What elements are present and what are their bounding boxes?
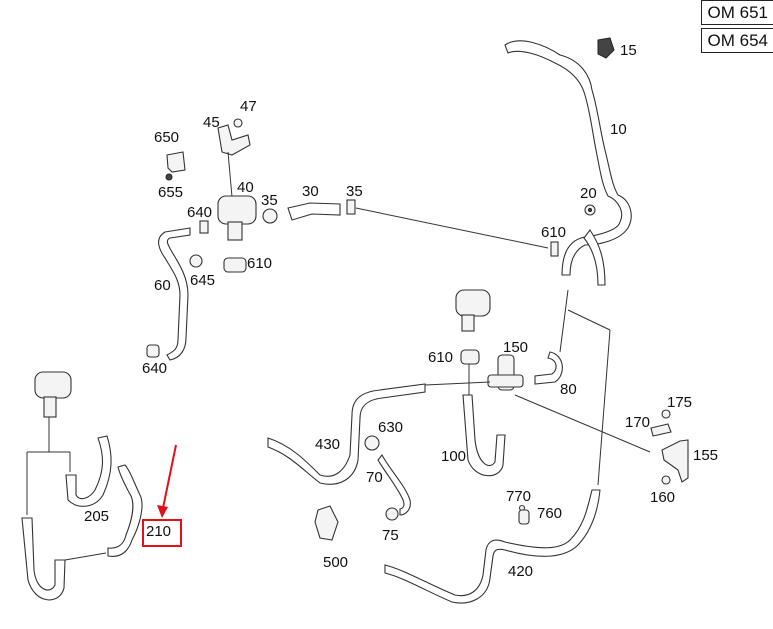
highlight-box-210 xyxy=(142,519,182,547)
part-30-hose[interactable] xyxy=(287,202,341,221)
part-label-170[interactable]: 170 xyxy=(625,414,651,431)
part-label-610[interactable]: 610 xyxy=(247,255,273,272)
part-20-nut[interactable] xyxy=(584,204,596,216)
part-430-hose[interactable] xyxy=(267,383,426,485)
part-label-760[interactable]: 760 xyxy=(537,505,563,522)
part-label-80[interactable]: 80 xyxy=(560,381,577,398)
part-155-bracket[interactable] xyxy=(661,439,689,483)
part-150-valve[interactable] xyxy=(487,354,524,391)
part-40-pump[interactable] xyxy=(217,151,257,241)
connector-line xyxy=(567,309,611,331)
part-label-770[interactable]: 770 xyxy=(506,488,532,505)
part-35-clamp-left[interactable] xyxy=(262,208,278,224)
part-label-500[interactable]: 500 xyxy=(323,554,349,571)
highlight-arrow xyxy=(157,444,177,518)
part-label-45[interactable]: 45 xyxy=(203,114,220,131)
part-label-60[interactable]: 60 xyxy=(154,277,171,294)
part-label-645[interactable]: 645 xyxy=(190,272,216,289)
part-630-clamp[interactable] xyxy=(364,435,380,451)
part-60-hose[interactable] xyxy=(158,227,191,361)
part-label-655[interactable]: 655 xyxy=(158,184,184,201)
connector-line xyxy=(424,381,491,386)
engine-variant-om654: OM 654 xyxy=(700,28,773,53)
part-610-clamp-middle[interactable] xyxy=(460,349,480,395)
part-75-clamp[interactable] xyxy=(385,507,399,521)
engine-variant-label: OM 654 xyxy=(707,31,768,50)
part-label-155[interactable]: 155 xyxy=(693,447,719,464)
part-label-47[interactable]: 47 xyxy=(240,98,257,115)
part-47-bolt[interactable] xyxy=(233,118,243,128)
part-label-420[interactable]: 420 xyxy=(508,563,534,580)
part-170-bracket[interactable] xyxy=(650,423,672,437)
part-10-hose[interactable] xyxy=(504,40,632,286)
part-205-lower-hose[interactable] xyxy=(21,517,66,601)
connector-line xyxy=(64,552,107,561)
part-label-40[interactable]: 40 xyxy=(237,179,254,196)
part-label-20[interactable]: 20 xyxy=(580,185,597,202)
part-label-15[interactable]: 15 xyxy=(620,42,637,59)
part-label-150[interactable]: 150 xyxy=(503,339,529,356)
connector-line xyxy=(514,394,651,453)
part-205-hose[interactable] xyxy=(65,435,112,507)
part-label-630[interactable]: 630 xyxy=(378,419,404,436)
part-label-70[interactable]: 70 xyxy=(366,469,383,486)
part-35-clamp-right[interactable] xyxy=(346,199,356,215)
part-610-clip-upper[interactable] xyxy=(550,241,559,257)
part-label-175[interactable]: 175 xyxy=(667,394,693,411)
part-label-205[interactable]: 205 xyxy=(84,508,110,525)
part-640-clip-lower[interactable] xyxy=(146,344,160,358)
part-label-35[interactable]: 35 xyxy=(346,183,363,200)
part-70-hose[interactable] xyxy=(377,454,411,516)
part-100-hose[interactable] xyxy=(462,394,506,477)
part-15-connector[interactable] xyxy=(597,37,615,59)
left-pump[interactable] xyxy=(34,371,72,418)
part-420-hose[interactable] xyxy=(384,489,601,604)
part-45-bracket[interactable] xyxy=(217,124,251,156)
part-label-10[interactable]: 10 xyxy=(610,121,627,138)
part-label-35[interactable]: 35 xyxy=(261,192,278,209)
part-80-hose[interactable] xyxy=(534,351,563,385)
part-655-nut[interactable] xyxy=(165,173,173,181)
part-label-30[interactable]: 30 xyxy=(302,183,319,200)
engine-variant-label: OM 651 xyxy=(707,3,768,22)
part-label-100[interactable]: 100 xyxy=(441,448,467,465)
engine-variant-om651: OM 651 xyxy=(700,0,773,25)
part-label-75[interactable]: 75 xyxy=(382,527,399,544)
connector-line xyxy=(355,207,549,249)
part-label-640[interactable]: 640 xyxy=(142,360,168,377)
part-175-washer[interactable] xyxy=(661,409,671,419)
part-label-160[interactable]: 160 xyxy=(650,489,676,506)
part-500-bracket[interactable] xyxy=(314,505,339,541)
middle-pump[interactable] xyxy=(455,289,491,332)
part-210-hose[interactable] xyxy=(107,464,143,557)
part-760-clip[interactable] xyxy=(518,509,530,525)
part-645-clamp[interactable] xyxy=(189,254,203,268)
part-650-bracket[interactable] xyxy=(166,151,186,173)
part-label-640[interactable]: 640 xyxy=(187,204,213,221)
part-label-650[interactable]: 650 xyxy=(154,129,180,146)
part-160-washer[interactable] xyxy=(661,475,671,485)
part-label-430[interactable]: 430 xyxy=(315,436,341,453)
part-label-610[interactable]: 610 xyxy=(541,224,567,241)
connector-line xyxy=(559,289,569,353)
part-label-210[interactable]: 210 xyxy=(146,523,172,540)
part-label-610[interactable]: 610 xyxy=(428,349,454,366)
part-610-clamp-left[interactable] xyxy=(223,257,247,273)
part-640-clip-upper[interactable] xyxy=(199,220,209,234)
connector-line xyxy=(597,329,611,486)
